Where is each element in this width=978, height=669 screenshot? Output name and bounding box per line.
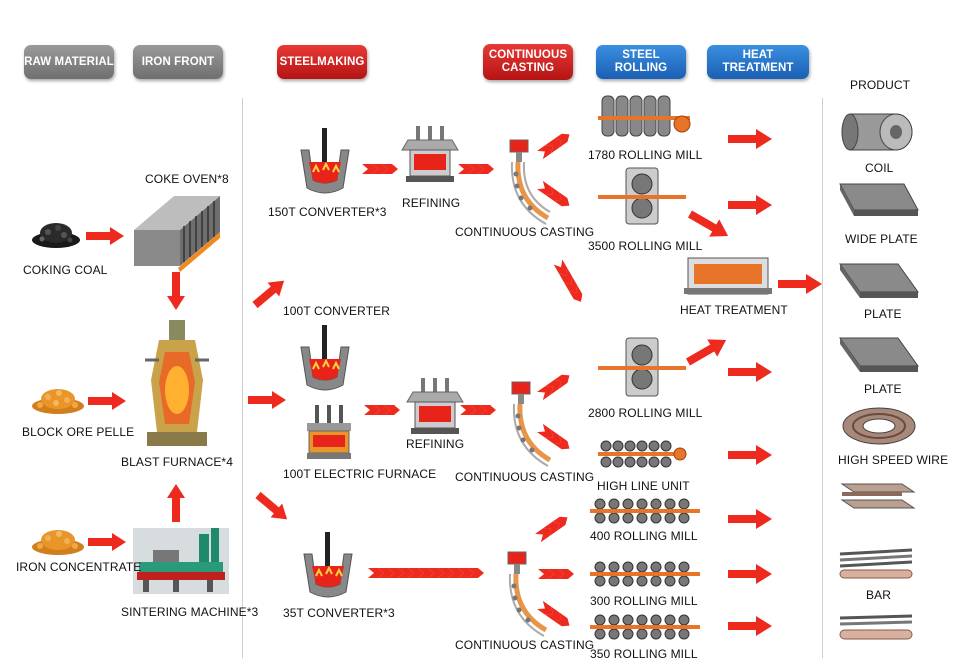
label-blast-furnace: BLAST FURNACE*4 (121, 455, 233, 469)
label-rolling-mill-400: 400 ROLLING MILL (590, 529, 698, 543)
continuous-casting-icon-2 (511, 381, 552, 467)
arrow-furnace-to-35t (252, 488, 293, 527)
rolling-mill-2800-icon (598, 337, 686, 397)
converter-150t-icon (300, 128, 350, 194)
arrow-350-to-bar (728, 616, 772, 636)
label-coil: COIL (865, 161, 894, 175)
label-continuous-casting-3: CONTINUOUS CASTING (455, 638, 595, 652)
arrow-coke-to-furnace (167, 272, 185, 310)
arrow-ore-to-furnace (88, 392, 126, 410)
arrow-concentrate-to-sinter (88, 533, 126, 551)
rolling-mill-3500-icon (598, 167, 686, 225)
arrow-highline-to-wire (728, 445, 772, 465)
label-rolling-mill-2800: 2800 ROLLING MILL (588, 406, 703, 420)
rolling-mill-350-icon (590, 614, 700, 640)
arrow-furnace-to-100t (248, 391, 286, 409)
label-bar: BAR (866, 588, 891, 602)
block-ore-icon (32, 389, 84, 414)
label-rolling-mill-3500: 3500 ROLLING MILL (588, 239, 703, 253)
label-rolling-mill-300: 300 ROLLING MILL (590, 594, 698, 608)
stage-continuous-casting: CONTINUOUS CASTING (483, 44, 573, 80)
label-continuous-casting-2: CONTINUOUS CASTING (455, 470, 595, 484)
arrow-300-to-bar (728, 564, 772, 584)
label-rolling-mill-350: 350 ROLLING MILL (590, 647, 698, 661)
label-product-header: PRODUCT (850, 78, 911, 92)
arrow-coal-to-coke (86, 227, 124, 245)
label-converter-35t: 35T CONVERTER*3 (283, 606, 395, 620)
plate-product-icon-1 (839, 263, 919, 298)
label-block-ore: BLOCK ORE PELLE (22, 425, 135, 439)
chevron-casting-2-out (537, 371, 573, 453)
iron-concentrate-icon (32, 530, 84, 555)
stage-iron-front: IRON FRONT (133, 45, 223, 79)
rolling-mill-400-icon (590, 498, 700, 524)
label-iron-concentrate: IRON CONCENTRATE (16, 560, 142, 574)
refining-icon-1 (401, 126, 459, 182)
heat-treatment-icon (684, 257, 772, 295)
label-heat-treatment: HEAT TREATMENT (680, 303, 788, 317)
label-high-line-unit: HIGH LINE UNIT (597, 479, 690, 493)
stage-heat-treatment: HEAT TREATMENT (707, 45, 809, 79)
label-rolling-mill-1780: 1780 ROLLING MILL (588, 148, 703, 162)
coil-product-icon (841, 113, 913, 151)
stage-steel-rolling: STEEL ROLLING (596, 45, 686, 79)
coke-oven-icon (134, 196, 220, 272)
label-coking-coal: COKING COAL (23, 263, 108, 277)
stage-steelmaking: STEELMAKING (277, 45, 367, 79)
label-sintering-machine: SINTERING MACHINE*3 (121, 605, 259, 619)
arrow-3500-to-wide-plate (728, 195, 772, 215)
section-steel-product-icon (840, 483, 916, 509)
chevron-row-2 (364, 405, 496, 415)
rolling-mill-300-icon (590, 561, 700, 587)
label-wide-plate: WIDE PLATE (845, 232, 918, 246)
label-plate-1: PLATE (864, 307, 902, 321)
label-converter-150t: 150T CONVERTER*3 (268, 205, 387, 219)
arrow-2800-to-heat (683, 331, 732, 371)
continuous-casting-icon-1 (509, 139, 551, 225)
divider-line (822, 98, 823, 658)
chevron-casting-1-out (537, 130, 586, 305)
chevron-row-3 (368, 568, 484, 578)
rolling-mill-1780-icon (598, 95, 691, 137)
sintering-machine-icon (133, 528, 229, 594)
coking-coal-icon (32, 223, 80, 248)
label-refining-2: REFINING (406, 437, 465, 451)
continuous-casting-icon-3 (507, 551, 548, 637)
refining-icon-2 (406, 378, 464, 434)
label-continuous-casting-1: CONTINUOUS CASTING (455, 225, 595, 239)
wide-plate-product-icon (839, 183, 919, 216)
arrow-2800-to-plate (728, 362, 772, 382)
label-electric-furnace: 100T ELECTRIC FURNACE (283, 467, 437, 481)
high-line-unit-icon (598, 440, 687, 468)
bar-product-icon-2 (839, 614, 913, 640)
converter-35t-icon (303, 532, 353, 598)
electric-furnace-icon (307, 405, 351, 459)
chevron-casting-3-out (535, 513, 574, 630)
label-converter-100t: 100T CONVERTER (283, 304, 390, 318)
label-high-speed-wire: HIGH SPEED WIRE (838, 453, 949, 467)
chevron-row-1 (362, 164, 494, 174)
bar-product-icon-1 (839, 548, 913, 579)
blast-furnace-icon (145, 320, 209, 446)
high-speed-wire-product-icon (842, 407, 916, 445)
plate-product-icon-2 (839, 337, 919, 372)
divider-line (242, 98, 243, 658)
label-plate-2: PLATE (864, 382, 902, 396)
arrow-400-to-section (728, 509, 772, 529)
converter-100t-icon (300, 325, 350, 391)
arrow-heat-to-plate (778, 274, 822, 294)
label-coke-oven: COKE OVEN*8 (145, 172, 229, 186)
arrow-sinter-to-furnace (167, 484, 185, 522)
stage-raw-material: RAW MATERIAL (24, 45, 114, 79)
arrow-1780-to-coil (728, 129, 772, 149)
label-refining-1: REFINING (402, 196, 461, 210)
